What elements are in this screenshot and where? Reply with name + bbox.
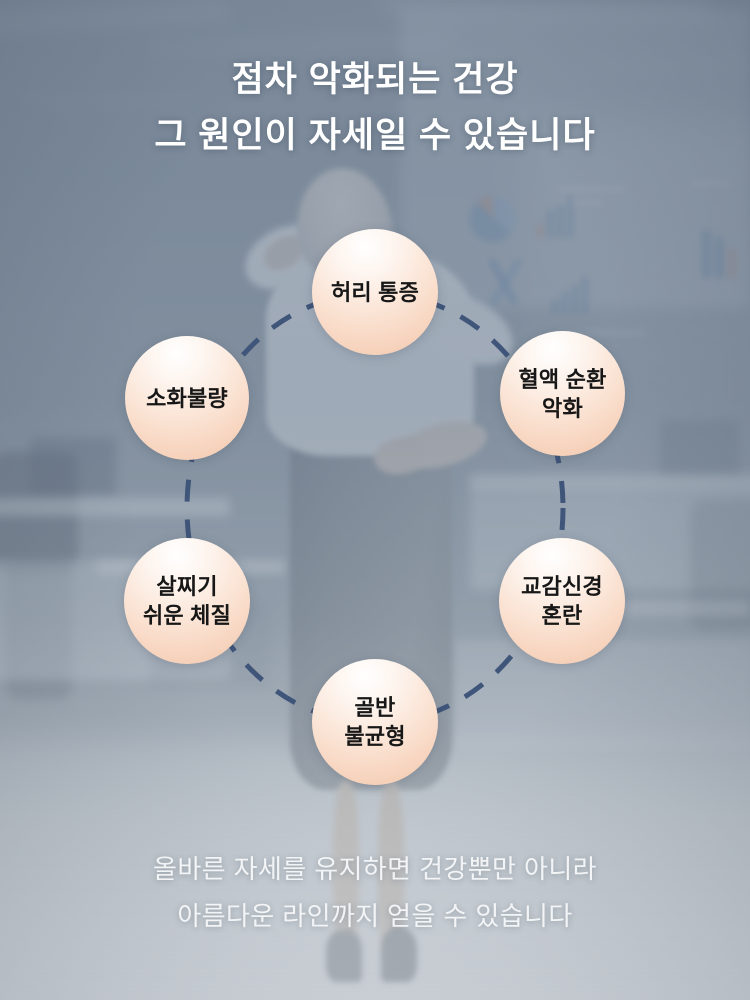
bubble-label: 혈액 순환 악화: [518, 366, 607, 421]
bubble-indigestion[interactable]: 소화불량: [125, 336, 249, 460]
bubble-pelvic-imbalance[interactable]: 골반 불균형: [312, 659, 438, 785]
bubble-sympathetic-nerve[interactable]: 교감신경 혼란: [499, 538, 625, 664]
footer-line-2: 아름다운 라인까지 얻을 수 있습니다: [177, 901, 573, 931]
footer-caption: 올바른 자세를 유지하면 건강뿐만 아니라 아름다운 라인까지 얻을 수 있습니…: [0, 846, 750, 940]
bubble-label: 소화불량: [146, 385, 228, 411]
bubble-label: 허리 통증: [330, 279, 420, 305]
bubble-label: 교감신경 혼란: [521, 574, 603, 628]
bubble-label: 살찌기 쉬운 체질: [142, 574, 232, 628]
headline-line-2: 그 원인이 자세일 수 있습니다: [154, 116, 596, 155]
headline: 점차 악화되는 건강 그 원인이 자세일 수 있습니다: [0, 52, 750, 164]
bubble-back-pain[interactable]: 허리 통증: [312, 229, 438, 355]
footer-line-1: 올바른 자세를 유지하면 건강뿐만 아니라: [153, 854, 597, 884]
bubble-label: 골반 불균형: [344, 695, 406, 749]
bubble-blood-circulation[interactable]: 혈액 순환 악화: [500, 331, 625, 456]
headline-line-1: 점차 악화되는 건강: [231, 60, 519, 99]
bubble-weight-gain[interactable]: 살찌기 쉬운 체질: [124, 538, 250, 664]
